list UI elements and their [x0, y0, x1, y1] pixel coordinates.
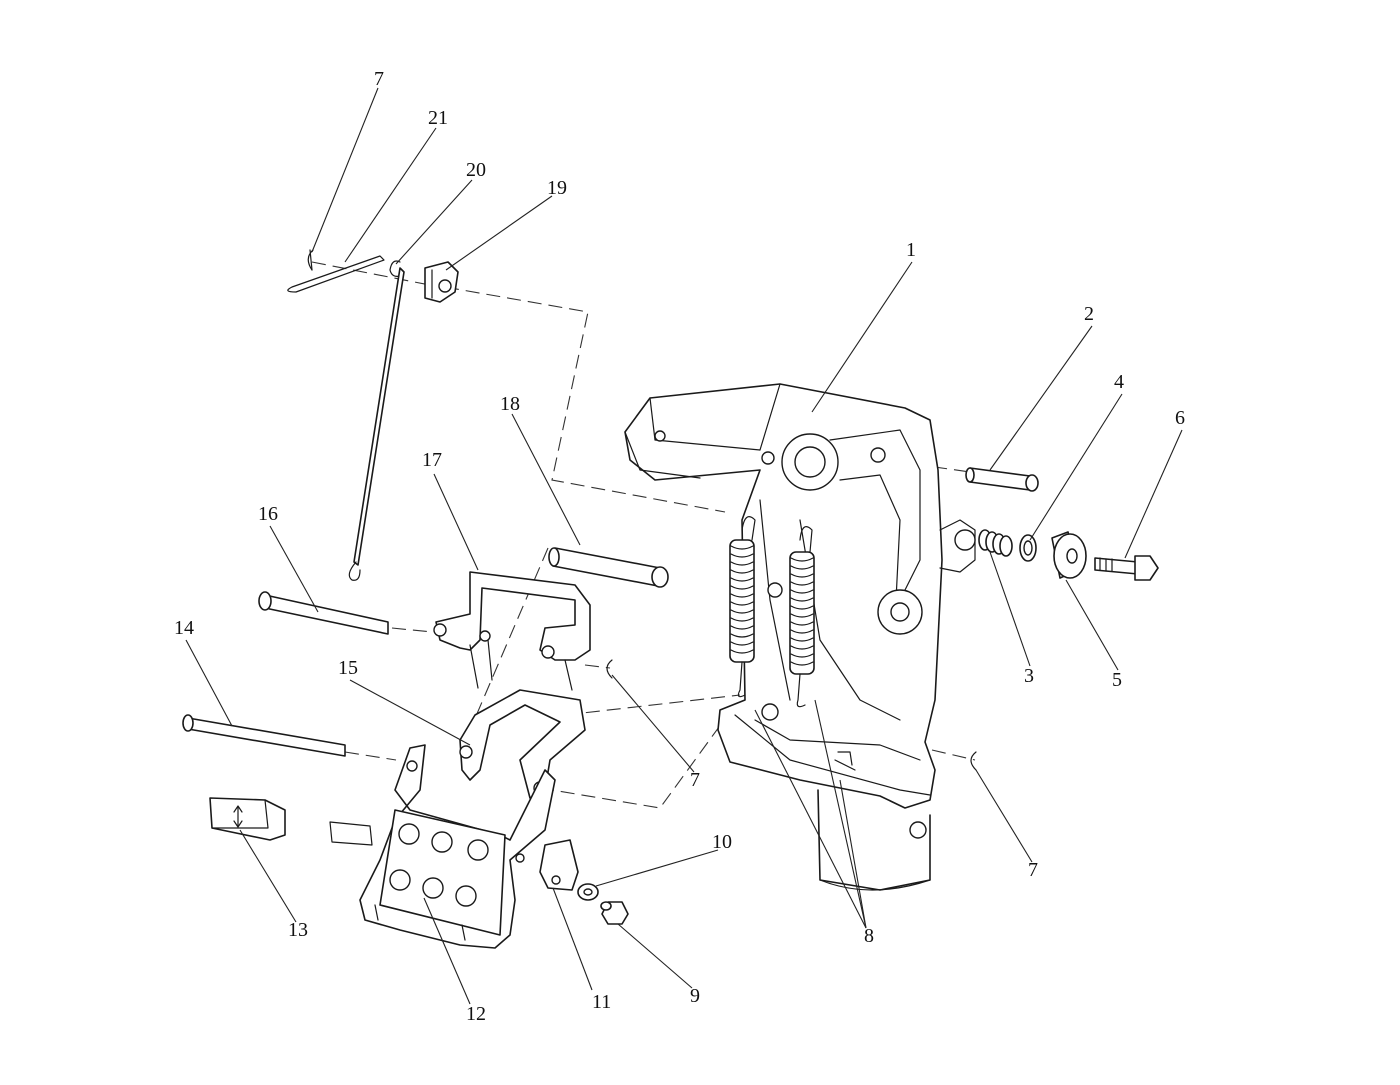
- callout-18: 18: [500, 393, 520, 415]
- callout-labels: 7 21 20 19 1 2 4 6 3 5 18 17 16 14 15 7 …: [174, 68, 1185, 1025]
- spring-coil: [730, 641, 754, 646]
- spring-coil: [790, 581, 814, 586]
- pin-part-16: [258, 591, 389, 635]
- spring-coil: [730, 577, 754, 582]
- pin-part-2: [965, 467, 1039, 492]
- e-clip-part-7-right: [970, 751, 977, 771]
- callout-7-middle: 7: [690, 769, 700, 791]
- spring-coil: [730, 553, 754, 558]
- callout-9: 9: [690, 985, 700, 1007]
- spring-coil: [730, 601, 754, 606]
- e-clip-part-7-middle: [606, 659, 613, 679]
- bracket-part-15: [459, 689, 586, 799]
- pin-part-14: [182, 714, 346, 757]
- spring-coil: [730, 625, 754, 630]
- pad-part-13: [209, 797, 286, 841]
- spring-coil: [790, 565, 814, 570]
- spring-coil: [790, 589, 814, 594]
- spring-coil: [730, 545, 754, 550]
- callout-17: 17: [422, 449, 442, 471]
- spring-coil: [790, 605, 814, 610]
- spring-coil: [730, 593, 754, 598]
- spring-coil: [790, 613, 814, 618]
- spring-coil: [790, 557, 814, 562]
- spring-coil: [730, 569, 754, 574]
- callout-2: 2: [1084, 303, 1094, 325]
- callout-8: 8: [864, 925, 874, 947]
- spring-coil: [730, 633, 754, 638]
- spring-coil: [730, 649, 754, 654]
- callout-1: 1: [906, 239, 916, 261]
- washer-part-4: [1019, 534, 1037, 562]
- spring-coil: [730, 561, 754, 566]
- clip-part-11: [515, 839, 579, 891]
- callout-10: 10: [712, 831, 732, 853]
- callout-12: 12: [466, 1003, 486, 1025]
- spring-coil: [790, 661, 814, 666]
- spring-coil: [790, 597, 814, 602]
- callout-6: 6: [1175, 407, 1185, 429]
- spring-coil: [790, 645, 814, 650]
- leader-lines: [185, 87, 1183, 1005]
- tension-springs-part-8: [729, 516, 815, 708]
- spring-coil: [790, 629, 814, 634]
- nut-part-9: [600, 901, 629, 925]
- callout-5: 5: [1112, 669, 1122, 691]
- callout-20: 20: [466, 159, 486, 181]
- callout-7-right: 7: [1028, 859, 1038, 881]
- sleeve-part-18: [548, 547, 669, 588]
- callout-11: 11: [592, 991, 611, 1013]
- callout-4: 4: [1114, 371, 1124, 393]
- bushing-part-5: [1051, 531, 1087, 579]
- pedal-part-12: [329, 744, 556, 949]
- callout-21: 21: [428, 107, 448, 129]
- callout-15: 15: [338, 657, 358, 679]
- callout-19: 19: [547, 177, 567, 199]
- spring-part-3: [978, 529, 1013, 557]
- main-bracket-part-1: [624, 383, 976, 891]
- spring-coil: [730, 617, 754, 622]
- callout-3: 3: [1024, 665, 1034, 687]
- bolt-part-6: [1094, 555, 1159, 581]
- washer-part-10: [577, 883, 599, 901]
- spring-coil: [730, 585, 754, 590]
- callout-14: 14: [174, 617, 194, 639]
- callout-16: 16: [258, 503, 278, 525]
- callout-13: 13: [288, 919, 308, 941]
- bracket-part-17: [433, 571, 591, 691]
- rod-part-20: [348, 260, 405, 581]
- assembly-dash-lines: [311, 261, 976, 809]
- spring-coil: [790, 653, 814, 658]
- clip-part-19: [424, 261, 459, 303]
- link-part-21: [287, 249, 385, 293]
- spring-coil: [790, 573, 814, 578]
- spring-coil: [790, 621, 814, 626]
- callout-7-top: 7: [374, 68, 384, 90]
- spring-coil: [790, 637, 814, 642]
- spring-coil: [730, 609, 754, 614]
